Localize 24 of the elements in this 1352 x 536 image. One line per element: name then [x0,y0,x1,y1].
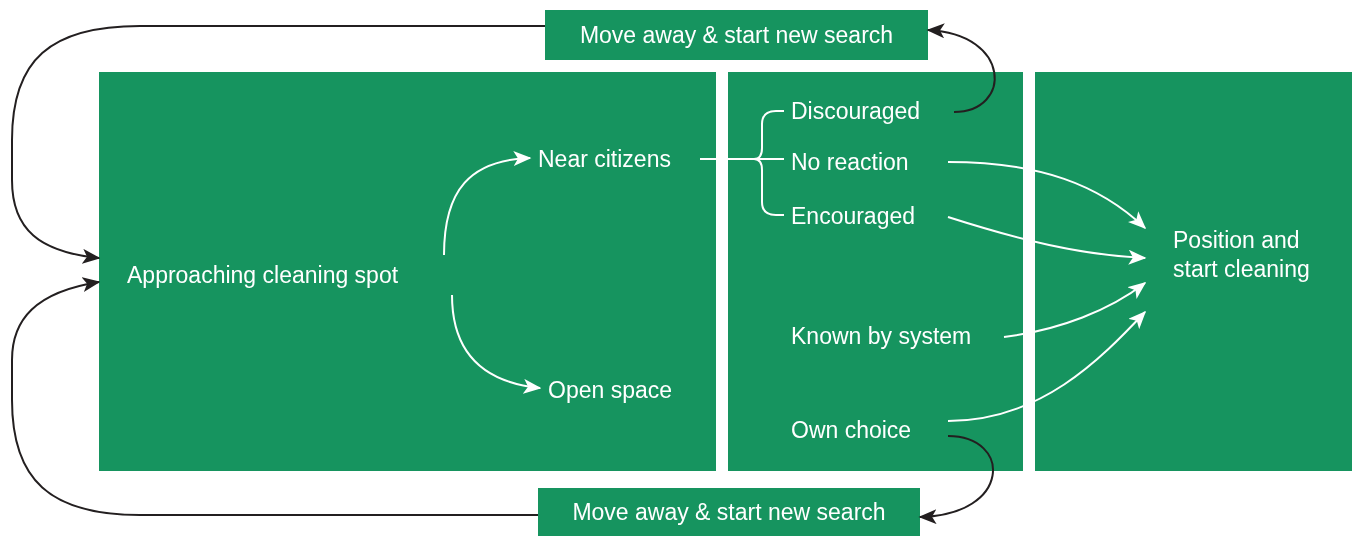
step-label: Near citizens [538,144,671,174]
arrow [443,151,532,256]
step-label: Encouraged [791,201,916,231]
step-label: Open space [548,375,673,405]
step-label: Position and start cleaning [1173,226,1311,284]
arrow [918,435,994,523]
arrow [11,25,546,264]
stage-panel [99,72,716,471]
arrow [947,161,1147,229]
arrow [947,216,1147,265]
arrow [926,24,996,113]
action-box: Move away & start new search [538,488,920,536]
step-label: Approaching cleaning spot [127,260,399,290]
arrow [1003,282,1147,338]
stage-panel [1035,72,1352,471]
step-label: Discouraged [791,96,921,126]
arrow [11,277,539,516]
action-box: Move away & start new search [545,10,928,60]
stage-panel [728,72,1023,471]
step-label: No reaction [791,147,909,177]
arrow [947,310,1147,422]
step-label: Known by system [791,321,972,351]
arrow [451,294,542,394]
step-label: Own choice [791,415,912,445]
